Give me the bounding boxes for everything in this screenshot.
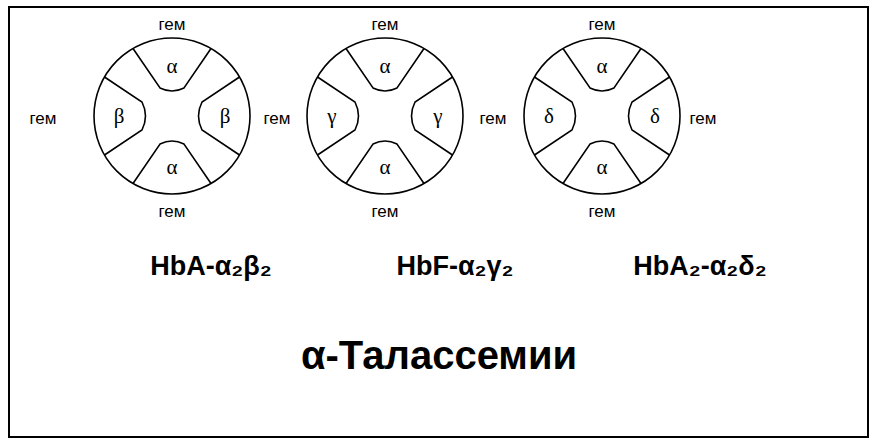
globin-chain: α [379, 157, 390, 178]
subunit-divider [346, 141, 424, 184]
subunit-divider [133, 49, 211, 92]
subunit-divider [563, 141, 641, 184]
hemoglobin-formula: HbA-α₂β₂ [150, 253, 272, 280]
globin-chain: γ [327, 106, 336, 127]
heme-label: гем [690, 110, 717, 127]
globin-chain: δ [544, 106, 554, 127]
heme-label: гем [30, 110, 57, 127]
subunit-divider [199, 77, 240, 155]
heme-label: гем [159, 16, 186, 33]
heme-label: гем [480, 110, 507, 127]
subunit-divider [535, 77, 576, 155]
diagram-title: α-Талассемии [301, 335, 577, 375]
hemoglobin-circle: α δ δ α [522, 36, 682, 196]
heme-label: гем [264, 110, 291, 127]
subunit-divider [133, 141, 211, 184]
subunit-divider [629, 77, 670, 155]
globin-chain: α [379, 56, 390, 77]
heme-label: гем [589, 203, 616, 220]
globin-chain: β [220, 106, 231, 127]
hemoglobin-circle: α γ γ α [305, 36, 465, 196]
globin-chain: β [114, 106, 125, 127]
globin-chain: γ [433, 106, 442, 127]
heme-label: гем [589, 16, 616, 33]
heme-label: гем [372, 203, 399, 220]
globin-chain: α [166, 157, 177, 178]
hemoglobin-circle: α β β α [92, 36, 252, 196]
subunit-divider [563, 49, 641, 92]
globin-chain: δ [650, 106, 660, 127]
subunit-divider [318, 77, 359, 155]
hemoglobin-formula: HbF-α₂γ₂ [396, 253, 513, 280]
globin-chain: α [596, 157, 607, 178]
heme-label: гем [159, 203, 186, 220]
globin-chain: α [596, 56, 607, 77]
hemoglobin-formula: HbA₂-α₂δ₂ [633, 253, 766, 280]
heme-label: гем [372, 16, 399, 33]
frame-border [9, 7, 868, 437]
subunit-divider [105, 77, 146, 155]
subunit-divider [346, 49, 424, 92]
subunit-divider [412, 77, 453, 155]
globin-chain: α [166, 56, 177, 77]
